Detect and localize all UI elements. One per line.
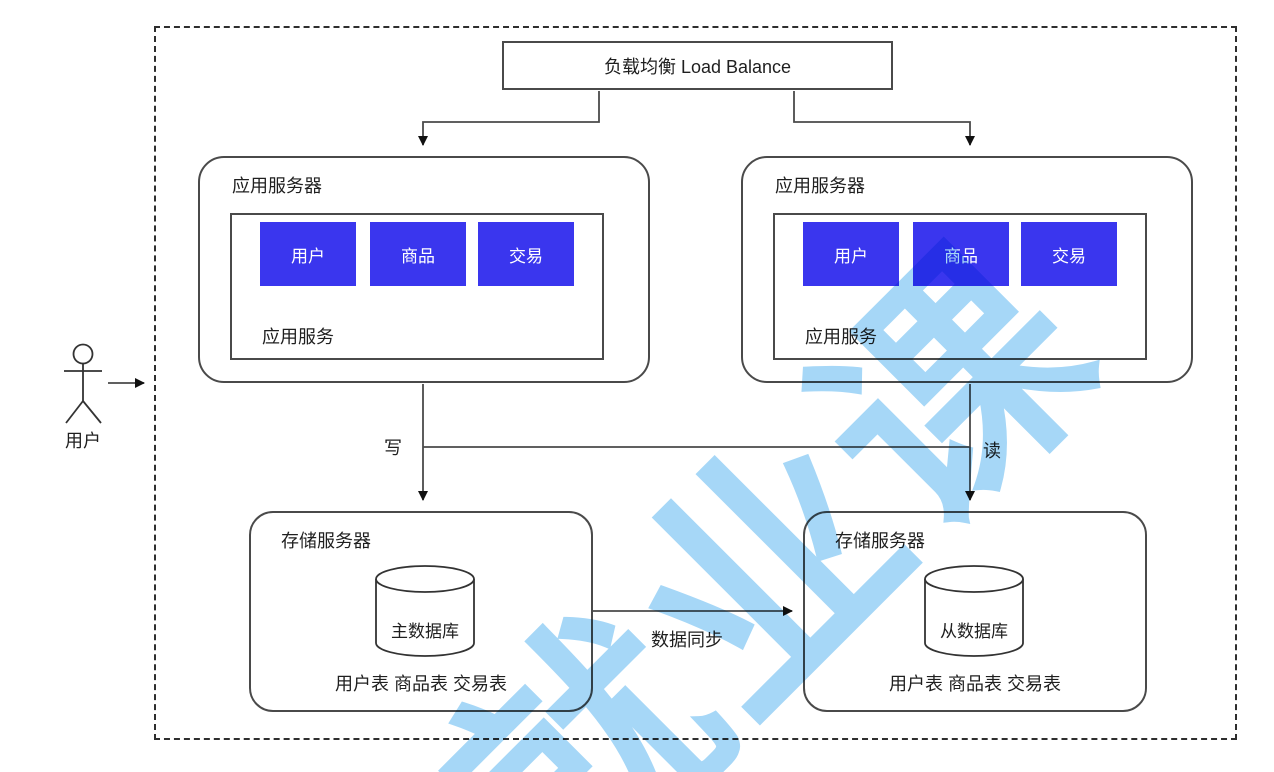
storage-server-node-slave: 存储服务器 从数据库 用户表 商品表 交易表	[803, 511, 1147, 712]
app-server-node-right: 应用服务器 用户 商品 交易 应用服务	[741, 156, 1193, 383]
module-product: 商品	[913, 222, 1009, 286]
edge-lb-to-left-app	[418, 91, 600, 146]
write-edge-label: 写	[384, 438, 402, 458]
storage-server-title: 存储服务器	[281, 531, 371, 551]
app-service-label: 应用服务	[262, 327, 334, 347]
storage-server-title: 存储服务器	[835, 531, 925, 551]
module-user: 用户	[260, 222, 356, 286]
database-cylinder-icon: 主数据库	[375, 565, 475, 661]
tables-label: 用户表 商品表 交易表	[334, 674, 507, 694]
edge-lb-to-right-app	[793, 91, 975, 146]
tables-label: 用户表 商品表 交易表	[888, 674, 1061, 694]
app-service-container: 用户 商品 交易 应用服务	[230, 213, 604, 360]
database-label: 从数据库	[940, 622, 1008, 641]
read-edge-label: 读	[983, 441, 1001, 461]
app-server-title: 应用服务器	[775, 176, 865, 196]
module-product: 商品	[370, 222, 466, 286]
module-trade: 交易	[478, 222, 574, 286]
load-balancer-node: 负载均衡 Load Balance	[502, 41, 893, 90]
data-sync-edge-label: 数据同步	[651, 630, 723, 650]
load-balancer-label: 负载均衡 Load Balance	[603, 56, 792, 77]
app-service-container: 用户 商品 交易 应用服务	[773, 213, 1147, 360]
app-server-title: 应用服务器	[232, 176, 322, 196]
module-trade: 交易	[1021, 222, 1117, 286]
user-actor-label: 用户	[65, 431, 101, 451]
app-service-label: 应用服务	[805, 327, 877, 347]
database-cylinder-icon: 从数据库	[924, 565, 1024, 661]
user-actor-icon	[64, 343, 102, 424]
database-label: 主数据库	[391, 622, 459, 641]
module-user: 用户	[803, 222, 899, 286]
system-boundary	[154, 26, 1237, 740]
app-server-node-left: 应用服务器 用户 商品 交易 应用服务	[198, 156, 650, 383]
storage-server-node-master: 存储服务器 主数据库 用户表 商品表 交易表	[249, 511, 593, 712]
